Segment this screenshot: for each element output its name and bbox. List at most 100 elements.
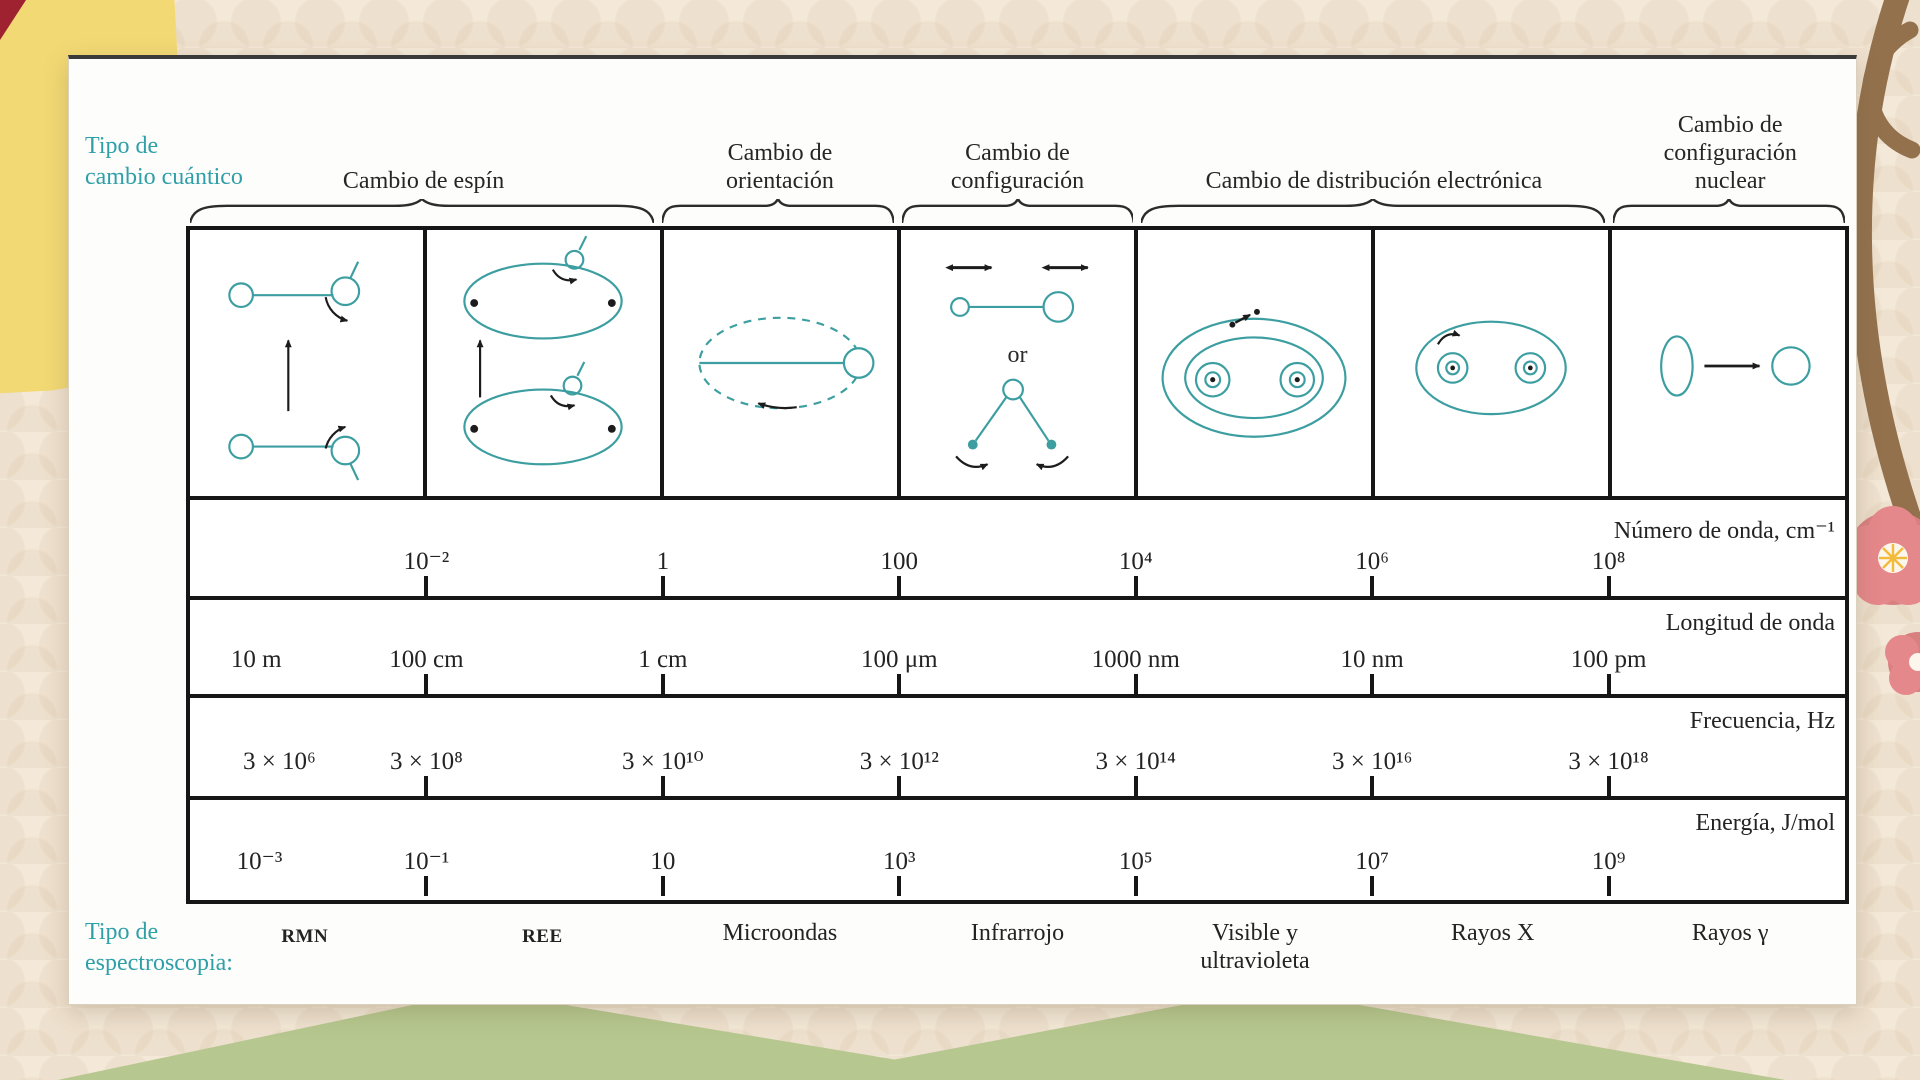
scale-value: 1 [656, 548, 670, 575]
spectroscopy-label-rayos-gamma: Rayos γ [1691, 920, 1769, 946]
tick-mark [1606, 576, 1611, 596]
scale-value: 10 m [230, 646, 282, 673]
spectroscopy-label-ree: REE [522, 926, 563, 947]
frequency-unit-label: Frecuencia, Hz [1689, 708, 1835, 734]
tick-mark [897, 576, 902, 596]
scale-row-wavenumber: Número de onda, cm⁻¹ 10⁻² 1 100 10⁴ 10⁶ … [190, 500, 1845, 600]
tick-mark [897, 674, 902, 694]
vibration-stretch-bend-icon [945, 264, 1089, 471]
scale-value: 10⁹ [1591, 848, 1626, 875]
scale-value: 100 pm [1570, 646, 1647, 673]
scale-value: 10⁻¹ [403, 848, 450, 875]
scale-value: 10⁵ [1118, 848, 1153, 875]
scale-value: 3 × 10¹⁸ [1568, 748, 1649, 775]
tick-mark [1370, 576, 1375, 596]
tick-mark [1606, 674, 1611, 694]
quantum-change-group-headers: Cambio de espín Cambio de orientación Ca… [186, 69, 1849, 197]
diagram-box-vibration: or [901, 230, 1138, 496]
scale-value: 3 × 10⁸ [390, 748, 463, 775]
brace-icon [1613, 199, 1845, 223]
wavelength-unit-label: Longitud de onda [1665, 610, 1835, 636]
tick-mark [424, 776, 429, 796]
scale-value: 100 [880, 548, 919, 575]
group-header-nuclear-configuration: Cambio de configuración nuclear [1663, 112, 1797, 194]
tick-mark [897, 776, 902, 796]
diagram-box-spin-diatomic [190, 230, 427, 496]
tick-mark [1133, 674, 1138, 694]
scale-value: 1 cm [638, 646, 688, 673]
brace-icon [662, 199, 894, 223]
scale-value: 10³ [883, 848, 916, 875]
spectroscopy-label-microondas: Microondas [722, 920, 838, 946]
spectroscopy-label-rayos-x: Rayos X [1450, 920, 1535, 946]
brace-icon [190, 199, 654, 223]
scale-value: 100 cm [389, 646, 464, 673]
spin-flip-orbit-icon [463, 235, 623, 466]
electronic-transition-inner-shell-icon [1415, 320, 1567, 416]
tick-mark [424, 674, 429, 694]
tick-mark [1606, 876, 1611, 896]
scale-row-energy: Energía, J/mol 10⁻³ 10⁻¹ 10 10³ 10⁵ 10⁷ … [190, 800, 1845, 896]
tick-mark [1133, 576, 1138, 596]
scale-value: 3 × 10¹² [859, 748, 939, 775]
wavenumber-unit-label: Número de onda, cm⁻¹ [1613, 518, 1835, 544]
tick-mark [1606, 776, 1611, 796]
tick-mark [1133, 876, 1138, 896]
tick-mark [660, 876, 665, 896]
scale-value: 10⁷ [1355, 848, 1389, 875]
spectrum-table: or [186, 226, 1849, 904]
scale-value: 3 × 10¹⁶ [1331, 748, 1413, 775]
flower-icon [1885, 632, 1920, 695]
spectroscopy-label-infrarrojo: Infrarrojo [970, 920, 1065, 946]
group-header-orientation: Cambio de orientación [725, 140, 834, 194]
scale-value: 10⁻³ [236, 848, 283, 875]
tick-mark [660, 674, 665, 694]
scale-value: 3 × 10¹⁴ [1095, 748, 1176, 775]
quantum-change-type-label: Tipo de cambio cuántico [85, 133, 243, 190]
diagram-box-rotation [664, 230, 901, 496]
scale-value: 10⁶ [1355, 548, 1389, 575]
group-braces [186, 199, 1849, 225]
diagram-box-electronic-inner [1375, 230, 1612, 496]
tick-mark [1370, 674, 1375, 694]
scale-value: 10⁻² [403, 548, 450, 575]
brace-icon [1141, 199, 1605, 223]
energy-unit-label: Energía, J/mol [1695, 810, 1835, 836]
scale-row-wavelength: Longitud de onda 10 m 100 cm 1 cm 100 μm… [190, 600, 1845, 698]
tick-mark [1370, 776, 1375, 796]
spectroscopy-type-label: Tipo de espectroscopia: [85, 919, 233, 976]
scale-value: 3 × 10⁶ [242, 748, 316, 775]
scale-value: 10⁸ [1591, 548, 1626, 575]
brace-icon [902, 199, 1134, 223]
tick-mark [1133, 776, 1138, 796]
scale-row-frequency: Frecuencia, Hz 3 × 10⁶ 3 × 10⁸ 3 × 10¹⁰ … [190, 698, 1845, 800]
rotation-orientation-icon [698, 316, 875, 410]
diagram-box-spin-orbit [427, 230, 664, 496]
spin-flip-diatomic-icon [228, 261, 361, 481]
scale-value: 1000 nm [1091, 646, 1180, 673]
tick-mark [424, 876, 429, 896]
tick-mark [660, 776, 665, 796]
or-label: or [1007, 341, 1028, 368]
diagram-box-nuclear [1612, 230, 1845, 496]
spectrum-figure-panel: Tipo de cambio cuántico Cambio de espín … [68, 55, 1857, 1005]
spectroscopy-label-rmn: RMN [281, 926, 329, 947]
scale-value: 10⁴ [1118, 548, 1153, 575]
scale-value: 100 μm [860, 646, 938, 673]
spectroscopy-label-visible-uv: Visible y ultravioleta [1200, 920, 1310, 974]
branch-flower-decoration [1844, 0, 1920, 695]
tick-mark [660, 576, 665, 596]
scale-value: 10 nm [1340, 646, 1404, 673]
nuclear-configuration-change-icon [1660, 335, 1811, 397]
tick-mark [897, 876, 902, 896]
electronic-transition-outer-shell-icon [1161, 308, 1347, 438]
spectroscopy-types-row: RMN REE Microondas Infrarrojo Visible y … [186, 909, 1849, 1004]
quantum-change-diagrams: or [190, 230, 1845, 500]
diagram-box-electronic-outer [1138, 230, 1375, 496]
tick-mark [1370, 876, 1375, 896]
group-header-spin: Cambio de espín [342, 168, 505, 194]
tick-mark [424, 576, 429, 596]
group-header-electronic-distribution: Cambio de distribución electrónica [1205, 168, 1543, 194]
scale-value: 3 × 10¹⁰ [622, 748, 704, 775]
scale-value: 10 [650, 848, 676, 875]
